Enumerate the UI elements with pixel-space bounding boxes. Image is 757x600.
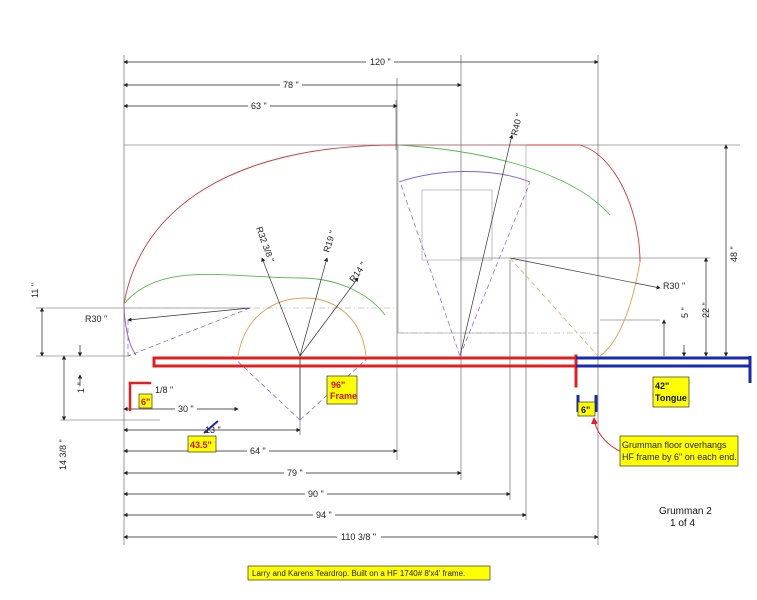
radius-labels: R30 " R32 3/8 " R19 " R14 " R40 " R30 " bbox=[85, 113, 685, 324]
radius-r14: R14 " bbox=[347, 260, 368, 284]
dim-94: 94 " bbox=[316, 510, 332, 520]
dim-22: 22 " bbox=[701, 302, 711, 318]
dim-11: 11 " bbox=[30, 283, 40, 298]
extension-lines bbox=[36, 55, 740, 545]
box-frame-l1: 96" bbox=[331, 380, 345, 390]
dim-63: 63 " bbox=[251, 101, 267, 111]
box-tongue-l2: Tongue bbox=[655, 393, 687, 403]
profile-green-arc-left bbox=[123, 273, 386, 316]
dim-120: 120 " bbox=[370, 57, 391, 67]
box-43-5: 43.5" bbox=[187, 435, 217, 453]
dim-110: 110 3/8 " bbox=[341, 532, 376, 542]
dim-79: 79 " bbox=[287, 468, 303, 478]
profile-green-arc-right bbox=[397, 144, 611, 216]
dim-1-8: 1/8 " bbox=[155, 385, 173, 395]
profile-purple-hatch bbox=[398, 171, 531, 183]
profile-orange-rear bbox=[599, 261, 641, 357]
dim-90: 90 " bbox=[308, 489, 324, 499]
dim-14-3-8: 14 3/8 " bbox=[58, 439, 68, 470]
box-tongue-l1: 42" bbox=[655, 381, 669, 391]
dim-texts: 120 " 78 " 63 " 30 " 64 " 79 " 90 " 94 "… bbox=[30, 57, 739, 542]
profile-outer-arc bbox=[123, 144, 641, 305]
dim-1: 1 " bbox=[76, 382, 86, 393]
title-block: Grumman 2 1 of 4 bbox=[659, 506, 712, 529]
dim-48: 48 " bbox=[729, 246, 739, 262]
horizontal-dims bbox=[123, 59, 599, 540]
box-tongue: 42" Tongue bbox=[652, 376, 690, 408]
profile-front-curve bbox=[123, 303, 137, 356]
hatch-outline bbox=[124, 144, 600, 334]
box-6-left: 6" bbox=[138, 393, 153, 409]
note-line-2: HF frame by 6" on each end. bbox=[622, 452, 737, 462]
caption-text: Larry and Karens Teardrop. Built on a HF… bbox=[252, 569, 465, 578]
radius-r32: R32 3/8 " bbox=[254, 225, 276, 263]
radius-lines bbox=[127, 134, 661, 421]
box-6-right-text: 6" bbox=[581, 405, 590, 415]
box-frame: 96" Frame bbox=[326, 375, 358, 405]
box-6-left-text: 6" bbox=[141, 397, 150, 407]
vertical-dims bbox=[39, 144, 729, 421]
dim-30: 30 " bbox=[178, 404, 194, 414]
caption-box: Larry and Karens Teardrop. Built on a HF… bbox=[247, 565, 491, 581]
callout-arrow bbox=[591, 417, 623, 453]
dim-78: 78 " bbox=[283, 80, 299, 90]
label-boxes: 6" 43.5" 96" Frame 42" Tongue 6" bbox=[138, 375, 690, 453]
dim-blue-mark: 13 " bbox=[205, 425, 221, 435]
title-line-2: 1 of 4 bbox=[670, 518, 695, 529]
hf-frame bbox=[128, 354, 578, 412]
radius-r30-right: R30 " bbox=[663, 281, 685, 291]
radius-r40: R40 " bbox=[509, 113, 524, 137]
profile-orange-arc bbox=[237, 297, 367, 357]
radius-r19: R19 " bbox=[321, 229, 337, 253]
dim-64: 64 " bbox=[250, 446, 266, 456]
note-line-1: Grumman floor overhangs bbox=[622, 440, 727, 450]
radius-r30-left: R30 " bbox=[85, 314, 107, 324]
box-frame-l2: Frame bbox=[330, 391, 357, 401]
note-box: Grumman floor overhangs HF frame by 6" o… bbox=[619, 435, 739, 467]
dim-5: 5 " bbox=[680, 307, 690, 318]
box-43-5-text: 43.5" bbox=[190, 440, 212, 450]
title-line-1: Grumman 2 bbox=[659, 506, 712, 517]
teardrop-profile bbox=[123, 144, 641, 357]
box-6-right: 6" bbox=[577, 401, 596, 417]
